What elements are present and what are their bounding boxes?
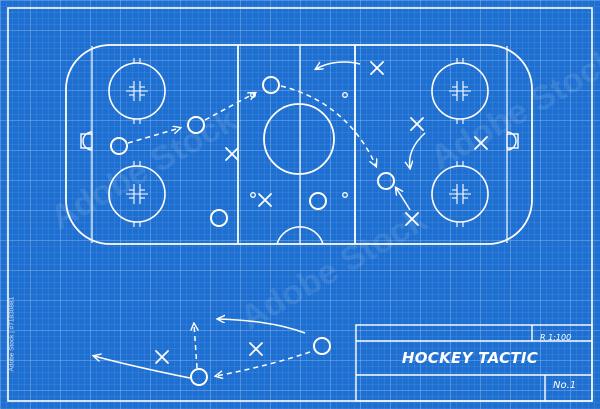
player-x-icon xyxy=(474,136,488,150)
title-block xyxy=(355,324,593,402)
goal-crease-left xyxy=(82,131,93,151)
faceoff-circle-right-top xyxy=(431,57,489,125)
faceoff-circle-left-bottom xyxy=(108,160,166,228)
goal-net-left xyxy=(80,133,93,149)
goal-crease-right xyxy=(506,131,517,151)
player-x-icon xyxy=(410,117,424,131)
player-o-icon xyxy=(190,368,208,386)
center-circle xyxy=(263,103,335,175)
player-o-icon xyxy=(187,116,205,134)
pass-arrow-icon xyxy=(127,128,180,144)
player-x-icon xyxy=(249,342,263,356)
player-x-icon xyxy=(258,193,272,207)
puck-dot-icon xyxy=(342,92,348,98)
player-o-icon xyxy=(309,192,327,210)
player-o-icon xyxy=(377,172,395,190)
faceoff-circle-right-bottom xyxy=(431,160,489,228)
skate-arrow-icon xyxy=(94,356,191,379)
player-o-icon xyxy=(210,209,228,227)
title-block-border xyxy=(355,324,593,402)
player-x-icon xyxy=(370,61,384,75)
puck-dot-icon xyxy=(342,192,348,198)
skate-arrow-icon xyxy=(410,132,426,168)
sheet-number: No.1 xyxy=(553,380,577,391)
skate-arrow-icon xyxy=(218,319,306,334)
watermark-side-text: Adobe Stock | #71830881 xyxy=(8,296,16,372)
pass-arrow-icon xyxy=(280,85,376,166)
referee-crease xyxy=(276,226,324,245)
pass-arrow-icon xyxy=(204,93,255,121)
player-o-icon xyxy=(313,337,331,355)
rink xyxy=(65,44,533,245)
goal-net-right xyxy=(506,133,519,149)
pass-arrow-icon xyxy=(194,324,197,369)
skate-arrow-icon xyxy=(316,61,361,69)
player-o-icon xyxy=(110,137,128,155)
faceoff-circle-left-top xyxy=(108,57,166,125)
scale-label: R 1:100 xyxy=(540,333,572,342)
pass-arrow-icon xyxy=(216,351,311,376)
player-x-icon xyxy=(225,147,239,161)
frame-border xyxy=(7,7,593,402)
puck-dot-icon xyxy=(250,192,256,198)
rink-boards xyxy=(65,44,533,245)
skate-arrow-icon xyxy=(396,188,411,211)
diagram-title: HOCKEY TACTIC xyxy=(401,349,539,367)
player-o-icon xyxy=(262,76,280,94)
player-x-icon xyxy=(405,212,419,226)
player-x-icon xyxy=(155,350,169,364)
